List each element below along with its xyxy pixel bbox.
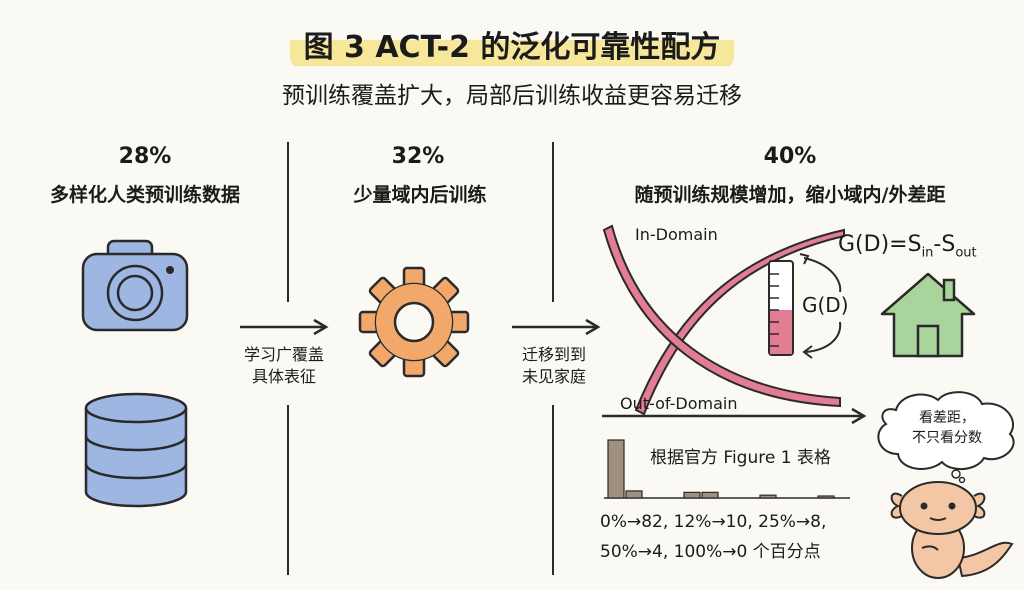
- formula-sub-out: out: [955, 245, 977, 261]
- gap-formula: G(D)=Sin-Sout: [838, 232, 977, 260]
- mini-bar-2: [683, 491, 701, 499]
- formula-dash: -S: [933, 232, 956, 257]
- mini-bar-1: [625, 490, 643, 499]
- title-wrap: 图 3 ACT-2 的泛化可靠性配方: [0, 18, 1024, 70]
- axolotl-icon: [890, 481, 1014, 579]
- divider-right-lower: [552, 405, 554, 575]
- thought-bubble-icon: [877, 391, 1015, 484]
- column-2-heading: 少量域内后训练: [353, 184, 487, 206]
- arrow-pretrain-line2: 具体表征: [251, 367, 316, 386]
- divider-right: [552, 142, 554, 302]
- domain-curves: [602, 224, 867, 425]
- column-2-percent: 32%: [391, 144, 445, 169]
- arrow-transfer-label: 迁移到到 未见家庭: [492, 344, 616, 388]
- out-domain-curve: [602, 224, 841, 408]
- arrow-pretrain-line1: 学习广覆盖: [243, 345, 324, 364]
- thought-text: 看差距， 不只看分数: [892, 408, 1002, 448]
- page-title: 图 3 ACT-2 的泛化可靠性配方: [289, 18, 735, 70]
- in-domain-label: In-Domain: [635, 225, 718, 244]
- mini-bar-chart: [604, 439, 850, 499]
- mini-table-line-1: 0%→82, 12%→10, 25%→8,: [600, 512, 827, 532]
- gap-arc-arrow: [799, 253, 842, 359]
- house-icon: [880, 272, 976, 358]
- divider-left-lower: [287, 405, 289, 575]
- thought-line-1: 看差距，: [919, 410, 975, 426]
- gear-icon: [358, 266, 470, 378]
- database-icon: [84, 392, 188, 508]
- mini-table-line-2: 50%→4, 100%→0 个百分点: [600, 542, 821, 562]
- arrow-transfer: [512, 318, 601, 336]
- mini-bar-5: [817, 495, 835, 499]
- mini-bar-4: [759, 494, 777, 499]
- column-1-heading: 多样化人类预训练数据: [49, 184, 240, 206]
- camera-icon: [81, 239, 189, 332]
- column-3-heading: 随预训练规模增加，缩小域内/外差距: [634, 184, 946, 206]
- thought-line-2: 不只看分数: [912, 430, 982, 446]
- formula-sub-in: in: [921, 245, 934, 261]
- column-1-percent: 28%: [118, 144, 172, 169]
- arrow-transfer-line2: 未见家庭: [521, 367, 586, 386]
- out-domain-label: Out-of-Domain: [620, 394, 738, 413]
- mini-bar-3: [701, 491, 719, 499]
- column-3-percent: 40%: [763, 144, 817, 169]
- mini-bar-0: [607, 439, 625, 499]
- divider-left: [287, 142, 289, 302]
- thermometer-icon: [768, 260, 794, 356]
- arrow-transfer-line1: 迁移到到: [521, 345, 586, 364]
- formula-main: G(D)=S: [838, 232, 922, 257]
- arrow-pretrain: [240, 318, 329, 336]
- arrow-pretrain-label: 学习广覆盖 具体表征: [222, 344, 346, 388]
- gap-label: G(D): [802, 293, 849, 317]
- mini-table-caption: 根据官方 Figure 1 表格: [650, 448, 831, 468]
- page-subtitle: 预训练覆盖扩大，局部后训练收益更容易迁移: [282, 83, 742, 109]
